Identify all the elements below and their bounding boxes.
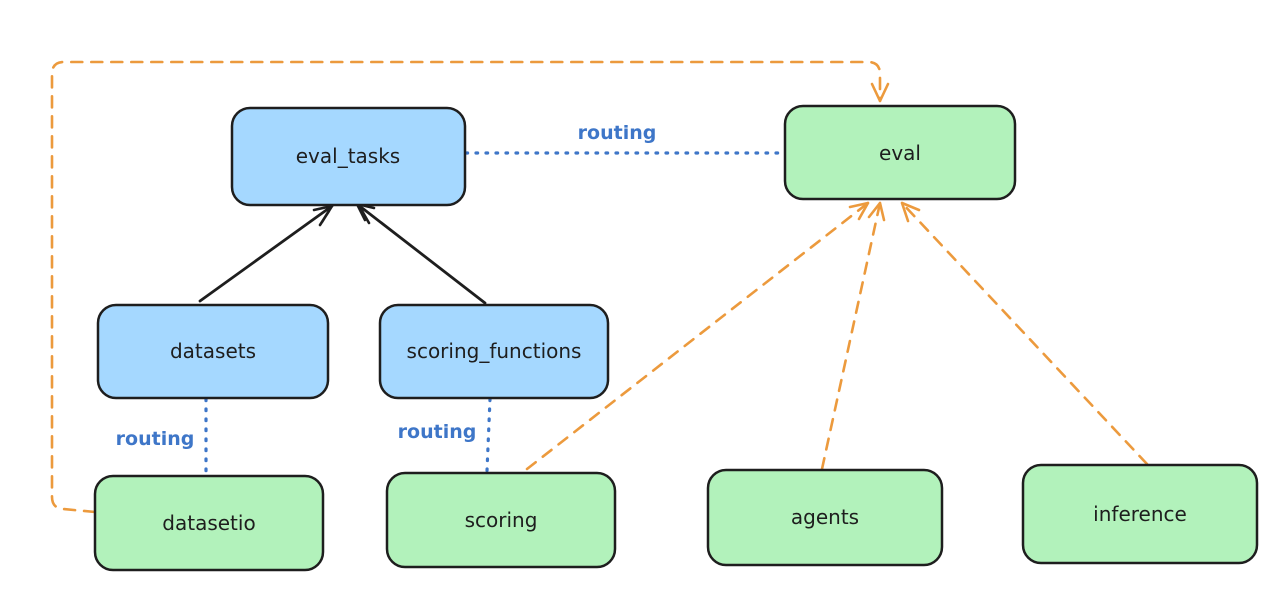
edge-scoring-functions-eval-tasks <box>355 202 487 305</box>
node-eval-label: eval <box>879 141 921 165</box>
node-scoring-functions: scoring_functions <box>378 303 610 400</box>
routing-label-left: routing <box>116 428 195 450</box>
node-inference: inference <box>1021 463 1259 565</box>
node-eval: eval <box>783 104 1017 201</box>
node-scoring-label: scoring <box>465 508 538 532</box>
edge-agents-eval <box>820 201 886 471</box>
edge-scoring-eval <box>525 201 870 471</box>
node-eval-tasks: eval_tasks <box>230 106 467 207</box>
node-datasets: datasets <box>96 303 330 400</box>
node-scoring-functions-label: scoring_functions <box>407 339 582 363</box>
routing-label-middle: routing <box>398 421 477 443</box>
node-eval-tasks-label: eval_tasks <box>296 144 400 168</box>
node-datasetio-label: datasetio <box>162 511 255 535</box>
edge-datasetio-eval <box>50 60 890 514</box>
edge-routing-eval-tasks-eval: routing <box>464 122 787 155</box>
node-inference-label: inference <box>1093 502 1187 526</box>
node-datasets-label: datasets <box>170 339 256 363</box>
node-agents: agents <box>706 468 944 567</box>
edge-routing-scoring-functions-scoring: routing <box>398 397 492 473</box>
edge-datasets-eval-tasks <box>198 204 334 303</box>
node-agents-label: agents <box>791 505 859 529</box>
edge-routing-datasets-datasetio: routing <box>116 397 208 476</box>
edge-inference-eval <box>900 201 1149 466</box>
node-datasetio: datasetio <box>93 474 325 572</box>
routing-label-top: routing <box>578 122 657 144</box>
node-scoring: scoring <box>385 471 617 569</box>
